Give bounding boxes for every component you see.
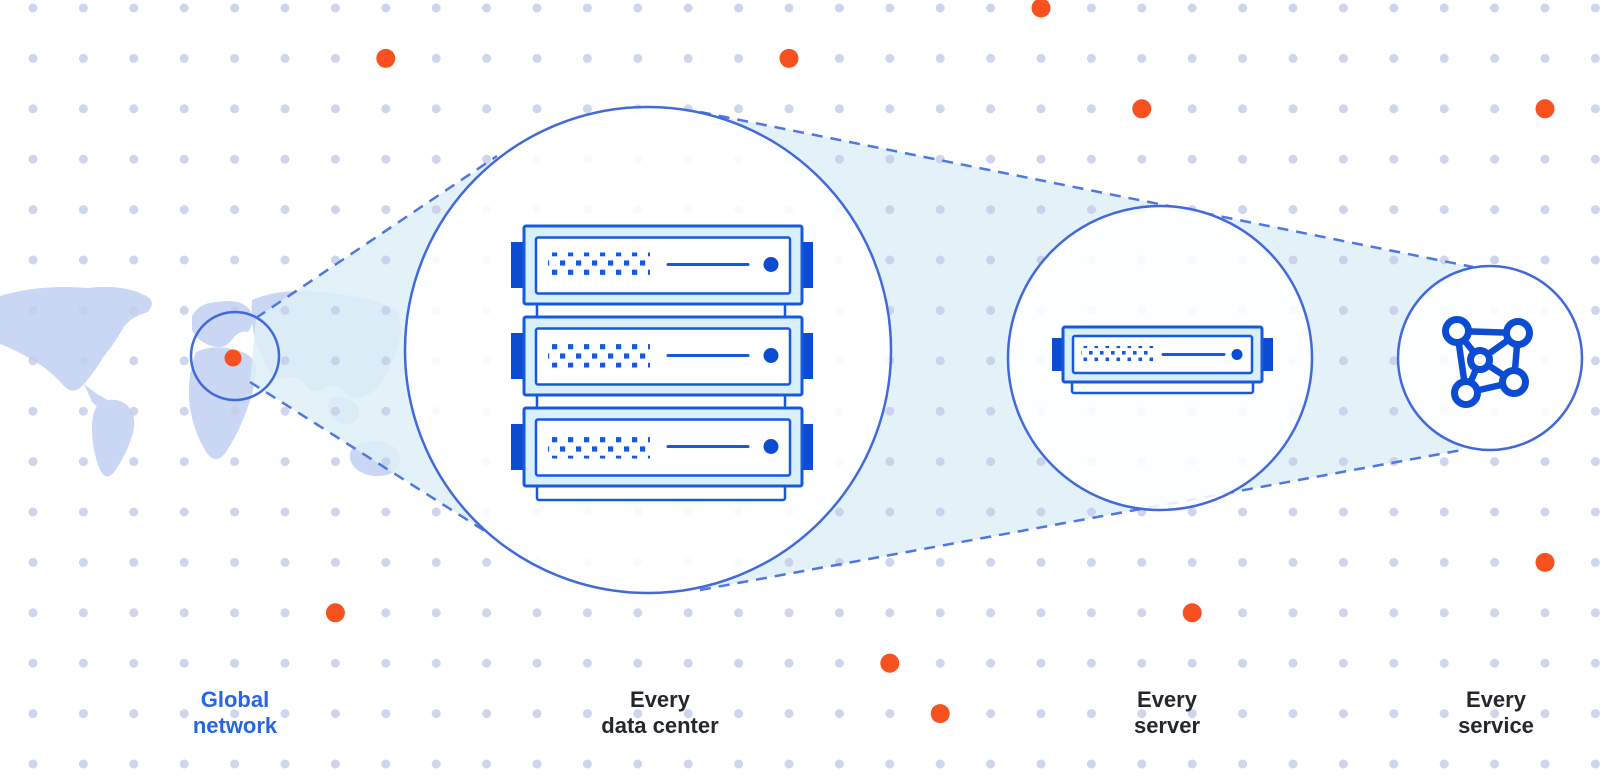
label-global-network-line1: Global (200, 687, 270, 712)
orange-dots (325, 0, 1555, 724)
label-global-network-line2: network (192, 713, 278, 738)
label-every-data-center: Every data center (550, 687, 770, 739)
label-every-server-line2: server (1133, 713, 1201, 738)
network-nodes-icon (1442, 316, 1533, 408)
zoom-dashed-lines (249, 110, 1474, 592)
label-every-server-line1: Every (1137, 687, 1197, 712)
location-marker-dot (224, 349, 242, 367)
label-every-data-center-line1: Every (630, 687, 690, 712)
label-every-service-line2: service (1458, 713, 1534, 738)
label-every-service: Every service (1386, 687, 1606, 739)
label-every-service-line1: Every (1466, 687, 1526, 712)
label-global-network: Global network (125, 687, 345, 739)
label-every-server: Every server (1057, 687, 1277, 739)
server-icon (1052, 325, 1273, 395)
map-focus (189, 310, 281, 402)
server-rack-icon (511, 224, 813, 502)
label-every-data-center-line2: data center (601, 713, 719, 738)
map-focus-ring (189, 310, 281, 402)
